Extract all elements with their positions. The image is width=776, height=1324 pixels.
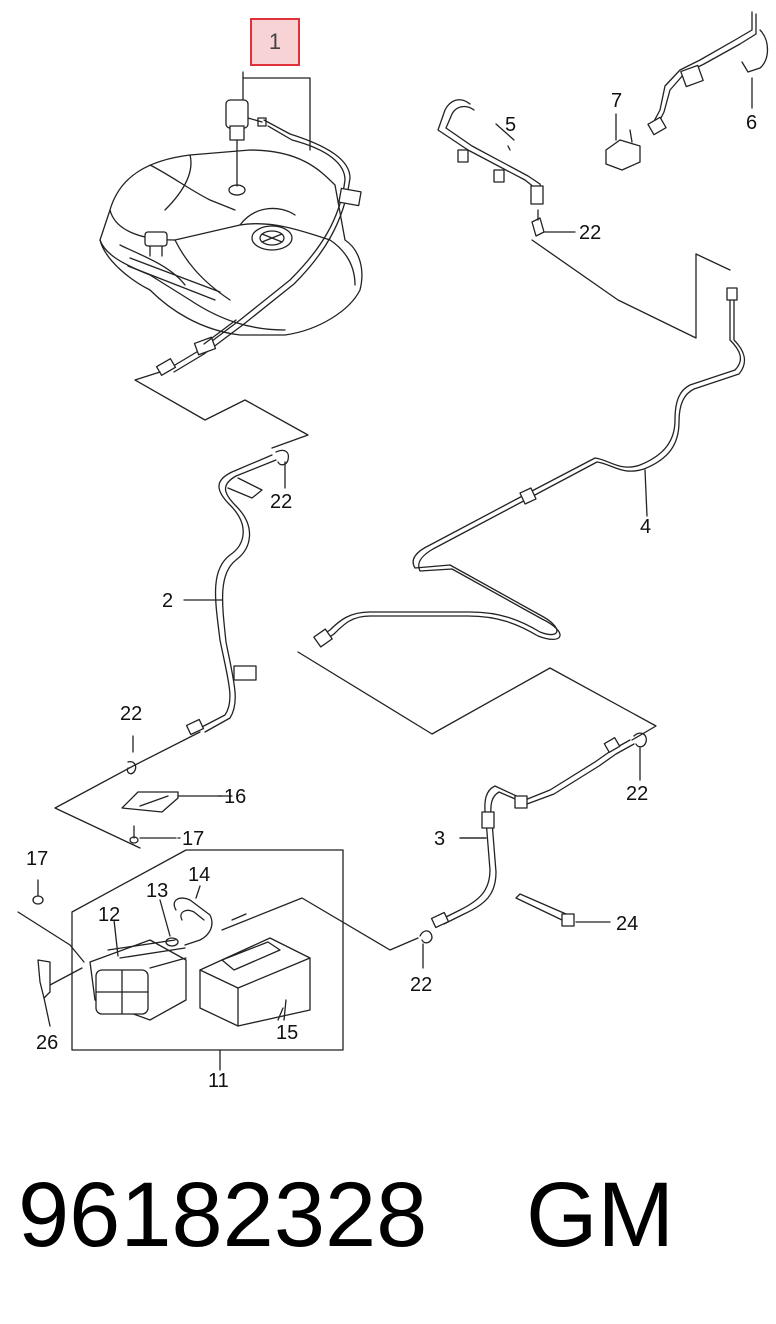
fuel-pump-module <box>226 72 310 195</box>
sensor-7 <box>606 114 640 170</box>
tie-strap-24 <box>516 894 610 926</box>
callout-22-line3-bottom[interactable]: 22 <box>410 974 433 996</box>
fuel-line-2 <box>55 450 288 848</box>
fuel-tank <box>100 150 362 335</box>
bolt-17-and-bracket-26 <box>18 880 84 1026</box>
fuel-line-6 <box>648 12 768 135</box>
callout-7[interactable]: 7 <box>611 90 623 112</box>
bracket-16 <box>122 792 222 843</box>
leader-tank-to-line2 <box>135 372 308 448</box>
callout-2[interactable]: 2 <box>162 590 174 612</box>
fuel-line-3 <box>420 733 646 968</box>
fuel-line-5 <box>438 100 575 236</box>
callout-13[interactable]: 13 <box>146 880 169 902</box>
callout-1[interactable]: 1 <box>250 18 300 66</box>
callout-12[interactable]: 12 <box>98 904 121 926</box>
callout-17-top[interactable]: 17 <box>182 828 205 850</box>
parts-diagram-drawing <box>0 0 776 1100</box>
callout-6[interactable]: 6 <box>746 112 758 134</box>
canister-assembly <box>72 850 418 1070</box>
callout-14[interactable]: 14 <box>188 864 211 886</box>
callout-22-line3-top[interactable]: 22 <box>626 783 649 805</box>
callout-4[interactable]: 4 <box>640 516 652 538</box>
callout-16[interactable]: 16 <box>224 786 247 808</box>
callout-22-line2-bottom[interactable]: 22 <box>120 703 143 725</box>
brand-name: GM <box>526 1164 675 1266</box>
footer: 96182328 GM <box>18 1160 758 1270</box>
part-number: 96182328 <box>18 1164 428 1266</box>
callout-15[interactable]: 15 <box>276 1022 299 1044</box>
callout-11[interactable]: 11 <box>208 1070 229 1092</box>
parts-diagram: 1 2 3 4 5 6 7 11 12 13 14 15 16 17 17 22… <box>0 0 776 1100</box>
callout-17-left[interactable]: 17 <box>26 848 49 870</box>
callout-22-line2-top[interactable]: 22 <box>270 491 293 513</box>
callout-3[interactable]: 3 <box>434 828 446 850</box>
callout-5[interactable]: 5 <box>505 114 517 136</box>
fuel-line-4 <box>298 240 744 740</box>
callout-24[interactable]: 24 <box>616 913 639 935</box>
callout-22-line5[interactable]: 22 <box>579 222 602 244</box>
callout-26[interactable]: 26 <box>36 1032 59 1054</box>
